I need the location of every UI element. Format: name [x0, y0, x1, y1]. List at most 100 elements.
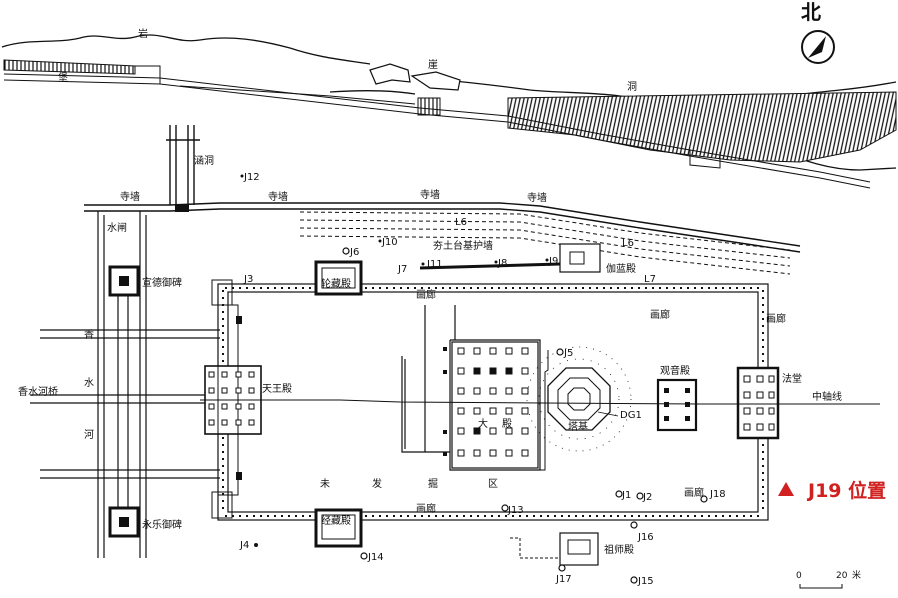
- label-J6: J6: [349, 247, 359, 258]
- main-hall-platform: [401, 305, 541, 471]
- label-L6a: L6: [455, 217, 467, 228]
- point-J1: [615, 490, 623, 498]
- sample-points: [342, 247, 708, 584]
- point-J5: [556, 348, 564, 356]
- label-fa: 发: [372, 477, 382, 490]
- label-wall-a: 寺墙: [120, 190, 140, 203]
- label-fatang: 法堂: [782, 372, 802, 385]
- label-J15: J15: [637, 576, 654, 587]
- point-J13: [501, 504, 509, 512]
- j19-marker: J19 位置: [778, 479, 886, 502]
- cliff-road: [3, 65, 871, 189]
- zushi-hall: [510, 532, 599, 566]
- label-guanyin: 观音殿: [660, 364, 690, 377]
- cliff-band-mid: [417, 97, 441, 116]
- point-J18: [700, 495, 708, 503]
- label-j19: J19 位置: [806, 479, 886, 502]
- point-J15: [630, 576, 638, 584]
- pagoda-base: [526, 346, 632, 452]
- lunzang-hall: [314, 260, 363, 296]
- label-axis: 中轴线: [812, 390, 842, 403]
- fatang-hall: [736, 366, 780, 440]
- label-corridor-e: 画廊: [766, 312, 786, 325]
- point-J16: [630, 521, 638, 529]
- label-DG1: DG1: [620, 410, 642, 421]
- label-corridor-se: 画廊: [684, 486, 704, 499]
- label-culvert: 涵洞: [194, 155, 214, 167]
- label-wall-c: 寺墙: [420, 188, 440, 201]
- label-J16: J16: [637, 532, 654, 543]
- compass: 北: [801, 0, 835, 64]
- label-yongle: 永乐御碑: [142, 518, 182, 531]
- label-ya: 崖: [428, 59, 438, 71]
- label-L6b: L6: [622, 238, 634, 249]
- label-bridge: 香水河桥: [18, 386, 58, 398]
- scale-bar: 0 20 米: [796, 569, 861, 589]
- scale-value: 20: [836, 571, 848, 581]
- label-J17: J17: [555, 574, 572, 585]
- cliff-block-2: [410, 71, 461, 91]
- label-sluice: 水闸: [107, 221, 127, 234]
- label-wall-b: 寺墙: [268, 190, 288, 203]
- stele-xuande: [108, 265, 140, 297]
- label-corridor-ne: 画廊: [650, 308, 670, 321]
- label-taji: 塔基: [568, 420, 588, 433]
- label-jingzang: 经藏殿: [321, 514, 351, 527]
- label-shui: 水: [84, 377, 94, 389]
- central-axis: [200, 399, 880, 405]
- label-wei: 未: [320, 478, 330, 490]
- main-hall: [443, 341, 539, 469]
- label-qielan: 伽蓝殿: [606, 262, 636, 275]
- guanyin-hall: [656, 378, 698, 432]
- scale-unit: 米: [852, 569, 861, 581]
- label-xuande: 宣德御碑: [142, 276, 182, 289]
- label-wall-d: 寺墙: [527, 191, 547, 204]
- label-J2: J2: [642, 492, 652, 503]
- point-J14: [360, 552, 368, 560]
- label-J13: J13: [507, 505, 524, 516]
- jingzang-hall: [314, 508, 363, 548]
- label-J7: J7: [397, 264, 407, 275]
- label-hangtu: 夯土台基护墙: [433, 239, 493, 252]
- point-J17: [558, 564, 566, 572]
- label-J11: J11: [426, 259, 443, 270]
- cliff-band-left: [3, 59, 136, 75]
- corridor-pillars: [222, 287, 764, 517]
- label-dong: 洞: [627, 81, 637, 93]
- label-jue: 掘: [428, 477, 438, 490]
- point-J2: [636, 492, 644, 500]
- label-J4: J4: [239, 540, 249, 551]
- label-J5: J5: [563, 348, 573, 359]
- west-channel: [30, 211, 220, 558]
- label-he: 河: [84, 429, 94, 441]
- label-zushi: 祖师殿: [604, 543, 634, 556]
- pagoda-boundary: [540, 350, 549, 471]
- label-yan: 岩: [138, 27, 148, 40]
- DG1-leader: [597, 411, 619, 417]
- label-L7: L7: [644, 274, 656, 285]
- label-J18: J18: [709, 489, 726, 500]
- hangtu-wall: [419, 262, 561, 270]
- north-label: 北: [801, 0, 821, 24]
- label-bao: 堡: [58, 71, 68, 84]
- stele-yongle: [108, 506, 140, 538]
- label-J1: J1: [621, 490, 631, 501]
- label-J9: J9: [548, 256, 558, 267]
- label-da: 大: [478, 417, 488, 430]
- cliff-band-right: [507, 91, 897, 163]
- label-tianwang: 天王殿: [262, 383, 292, 395]
- label-xiang: 香: [84, 329, 94, 341]
- label-dian: 殿: [502, 418, 512, 430]
- label-qu: 区: [488, 478, 498, 490]
- label-J10: J10: [381, 237, 398, 248]
- culvert-gate: [175, 204, 189, 212]
- label-corridor-n: 画廊: [416, 288, 436, 301]
- label-J3: J3: [243, 274, 253, 285]
- label-J12: J12: [243, 172, 260, 183]
- north-arrow-icon: [808, 36, 826, 58]
- label-lunzang: 轮藏殿: [321, 277, 351, 290]
- cliff-block: [369, 63, 411, 85]
- qielan-hall: [559, 243, 601, 273]
- label-corridor-s: 画廊: [416, 502, 436, 515]
